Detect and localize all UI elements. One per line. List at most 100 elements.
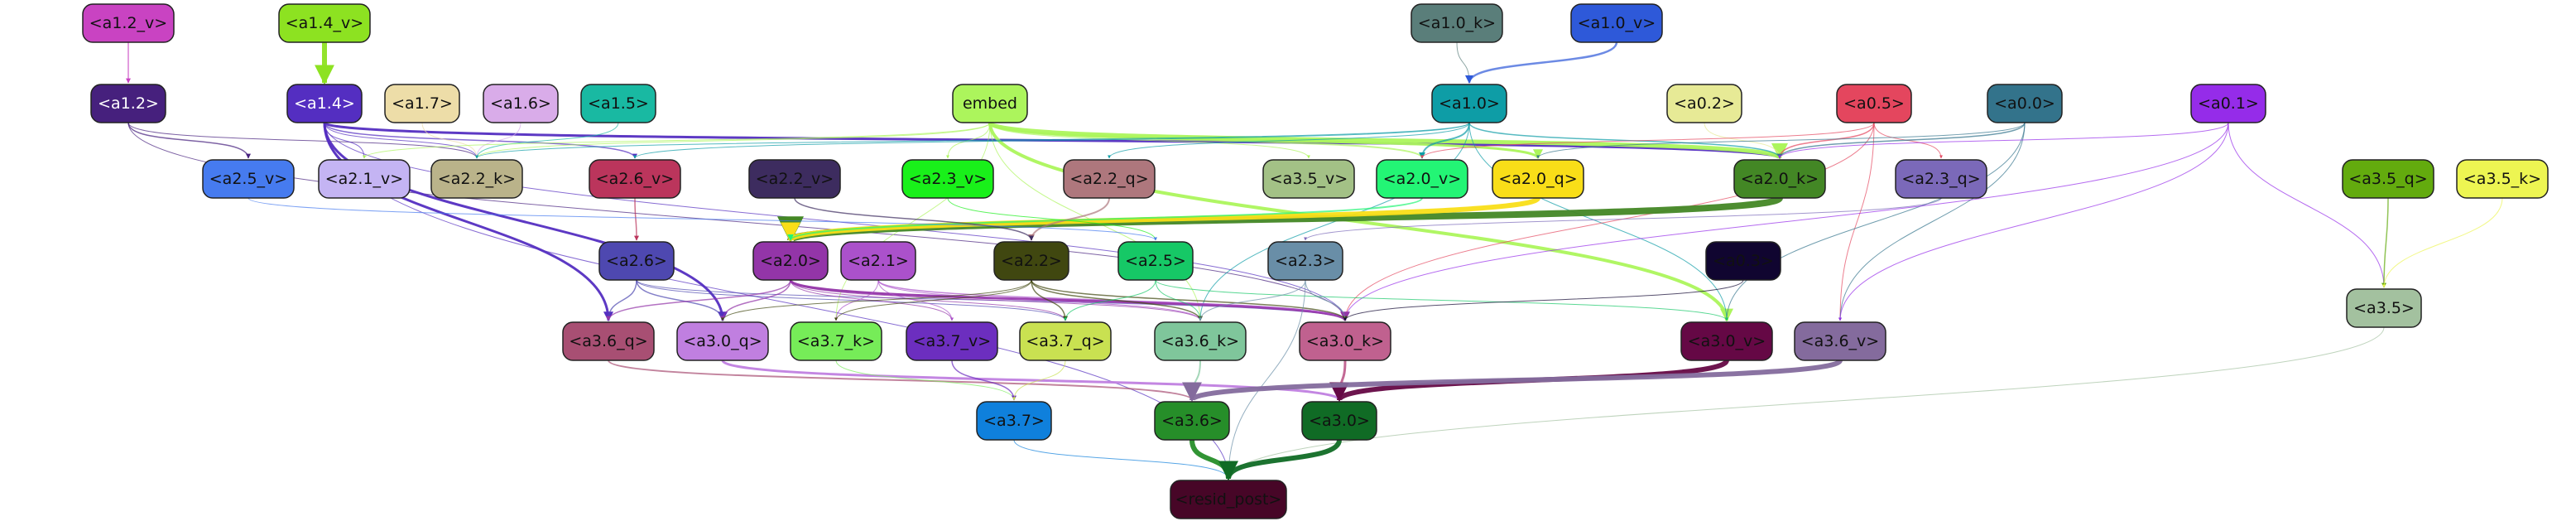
node-label: <a3.6_q> <box>569 332 647 350</box>
node-box <box>82 3 175 43</box>
node-a3-0-k[interactable]: <a3.0_k> <box>1299 321 1391 361</box>
node-a2-5-v[interactable]: <a2.5_v> <box>202 159 295 199</box>
node-a1-0[interactable]: <a1.0> <box>1431 84 1507 123</box>
node-a2-1-v[interactable]: <a2.1_v> <box>318 159 411 199</box>
edge-a2-2-to-a3-6-k <box>1031 279 1203 321</box>
edge-a0-1-to-a3-6-v <box>1838 122 2229 321</box>
node-a3-6-q[interactable]: <a3.6_q> <box>562 321 655 361</box>
node-resid-post[interactable]: <resid_post> <box>1170 480 1287 519</box>
node-box <box>2190 84 2266 123</box>
node-label: <a3.6_k> <box>1161 332 1239 350</box>
node-box <box>1836 84 1912 123</box>
node-box <box>748 159 841 199</box>
node-a3-5-q[interactable]: <a3.5_q> <box>2342 159 2434 199</box>
edge-a3-6-q-to-a3-6 <box>608 360 1195 401</box>
node-box <box>1680 321 1773 361</box>
node-a3-7-k[interactable]: <a3.7_k> <box>790 321 882 361</box>
node-box <box>976 401 1052 441</box>
node-a1-4-v[interactable]: <a1.4_v> <box>278 3 371 43</box>
node-a0-2[interactable]: <a0.2> <box>1666 84 1742 123</box>
node-box <box>430 159 523 199</box>
node-a3-6-v[interactable]: <a3.6_v> <box>1794 321 1886 361</box>
node-label: <a1.0_k> <box>1418 14 1496 32</box>
node-a0-5[interactable]: <a0.5> <box>1836 84 1912 123</box>
node-embed[interactable]: embed <box>952 84 1028 123</box>
edge-a2-5-to-a3-0-v <box>1155 279 1728 321</box>
edge-a1-0-to-a2-6-v <box>633 122 1470 159</box>
node-a1-4[interactable]: <a1.4> <box>286 84 363 123</box>
node-a3-7-q[interactable]: <a3.7_q> <box>1019 321 1112 361</box>
node-a3-5-k[interactable]: <a3.5_k> <box>2456 159 2549 199</box>
node-a3-0-v[interactable]: <a3.0_v> <box>1680 321 1773 361</box>
node-box <box>562 321 655 361</box>
node-box <box>1895 159 1987 199</box>
node-a2-6-v[interactable]: <a2.6_v> <box>589 159 681 199</box>
node-a3-6[interactable]: <a3.6> <box>1154 401 1230 441</box>
node-label: <a0.1> <box>2198 94 2259 113</box>
edge-a3-6-v-to-a3-6 <box>1182 358 1843 403</box>
node-a2-3-q[interactable]: <a2.3_q> <box>1895 159 1987 199</box>
node-a1-2-v[interactable]: <a1.2_v> <box>82 3 175 43</box>
node-label: <a2.0> <box>760 252 821 270</box>
node-label: <a2.2_k> <box>438 170 516 188</box>
node-a1-2[interactable]: <a1.2> <box>90 84 166 123</box>
node-a2-5[interactable]: <a2.5> <box>1117 241 1194 281</box>
node-label: <a2.1> <box>848 252 909 270</box>
node-a2-2-q[interactable]: <a2.2_q> <box>1063 159 1156 199</box>
node-a2-2[interactable]: <a2.2> <box>993 241 1069 281</box>
edge-a1-0-to-a2-2-q <box>1108 122 1470 159</box>
node-a2-3-v[interactable]: <a2.3_v> <box>901 159 994 199</box>
node-a3-7-v[interactable]: <a3.7_v> <box>906 321 998 361</box>
node-box <box>840 241 916 281</box>
edge-a3-7-q-to-a3-7 <box>1012 360 1066 401</box>
node-a2-3[interactable]: <a2.3> <box>1267 241 1343 281</box>
node-box <box>483 84 559 123</box>
edge-a0-2-to-a2-0-k <box>1704 122 1781 159</box>
node-a3-0[interactable]: <a3.0> <box>1301 401 1377 441</box>
edge-a3-7-to-resid-post <box>1013 439 1230 480</box>
node-a2-0-q[interactable]: <a2.0_q> <box>1492 159 1584 199</box>
edge-a2-0-to-a3-7-q <box>790 279 1067 321</box>
node-box <box>1794 321 1886 361</box>
node-a1-0-v[interactable]: <a1.0_v> <box>1570 3 1663 43</box>
edge-a0-1-to-a3-5 <box>2228 122 2386 288</box>
node-a1-7[interactable]: <a1.7> <box>384 84 460 123</box>
node-a3-6-k[interactable]: <a3.6_k> <box>1154 321 1247 361</box>
node-box <box>1019 321 1112 361</box>
edge-a2-3-v-to-a2-5 <box>947 197 1157 241</box>
node-a1-5[interactable]: <a1.5> <box>580 84 656 123</box>
node-label: <a2.0_v> <box>1383 170 1461 188</box>
node-a2-6[interactable]: <a2.6> <box>598 241 675 281</box>
node-label: <a2.3> <box>1275 252 1336 270</box>
node-a2-1[interactable]: <a2.1> <box>840 241 916 281</box>
node-a2-0[interactable]: <a2.0> <box>752 241 829 281</box>
node-a3-7[interactable]: <a3.7> <box>976 401 1052 441</box>
node-box <box>1411 3 1503 43</box>
edge-a2-1-to-a3-7-v <box>877 279 954 321</box>
node-a0-1[interactable]: <a0.1> <box>2190 84 2266 123</box>
edge-a3-0-q-to-a3-0 <box>721 359 1344 402</box>
node-a1-0-k[interactable]: <a1.0_k> <box>1411 3 1503 43</box>
node-a2-0-k[interactable]: <a2.0_k> <box>1733 159 1826 199</box>
node-a1-6[interactable]: <a1.6> <box>483 84 559 123</box>
node-box <box>598 241 675 281</box>
node-a3-5-v[interactable]: <a3.5_v> <box>1262 159 1355 199</box>
node-label: <a3.5> <box>2353 299 2415 317</box>
edge-a0-5-to-a3-0-k <box>1343 122 1875 321</box>
node-label: <a0.3> <box>1713 252 1774 270</box>
edge-a1-0-to-a3-6-k <box>1199 122 1470 321</box>
node-a2-2-k[interactable]: <a2.2_k> <box>430 159 523 199</box>
node-a2-2-v[interactable]: <a2.2_v> <box>748 159 841 199</box>
edge-a2-0-to-a3-0-q <box>720 279 791 321</box>
node-label: <a2.2> <box>1001 252 1062 270</box>
node-a3-5[interactable]: <a3.5> <box>2346 288 2422 328</box>
node-a0-0[interactable]: <a0.0> <box>1987 84 2063 123</box>
edge-a1-2-to-a2-2-k <box>127 122 478 159</box>
node-label: <a3.0> <box>1309 412 1370 430</box>
node-a2-0-v[interactable]: <a2.0_v> <box>1376 159 1468 199</box>
edge-a2-5-to-a3-7-q <box>1064 279 1156 321</box>
edge-a2-2-to-a3-0-k <box>1031 279 1348 321</box>
node-a0-3[interactable]: <a0.3> <box>1705 241 1781 281</box>
node-a3-0-q[interactable]: <a3.0_q> <box>676 321 769 361</box>
